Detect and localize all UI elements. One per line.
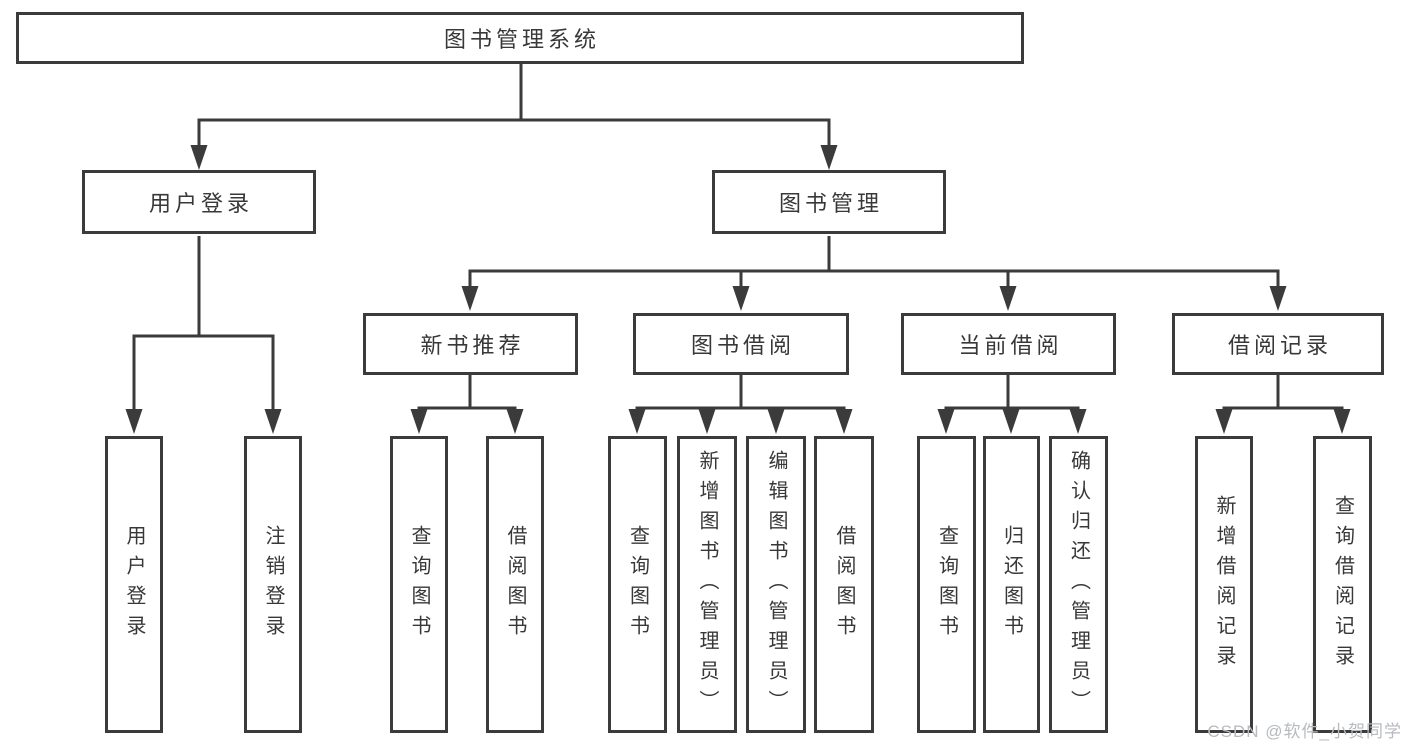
leaf-add-book-admin-label: 新增图书（管理员）: [696, 449, 718, 720]
leaf-user-login-label: 用户登录: [123, 524, 145, 645]
leaf-borrow-book-2: 借阅图书: [814, 436, 874, 733]
node-current-borrow: 当前借阅: [901, 313, 1116, 375]
leaf-query-borrow-record-label: 查询借阅记录: [1331, 494, 1354, 675]
leaf-query-book-2-label: 查询图书: [626, 524, 649, 645]
arrow-down-icon: [506, 409, 524, 434]
arrow-down-icon: [820, 145, 838, 170]
arrow-down-icon: [125, 409, 143, 434]
arrow-down-icon: [835, 409, 853, 434]
arrow-down-icon: [1002, 409, 1020, 434]
arrow-down-icon: [1269, 286, 1287, 311]
leaf-logout-label: 注销登录: [262, 524, 284, 645]
node-book-management: 图书管理: [712, 170, 946, 234]
node-book-borrow-label: 图书借阅: [690, 333, 795, 358]
node-library-management-system-label: 图书管理系统: [443, 27, 600, 52]
leaf-borrow-book-2-label: 借阅图书: [833, 524, 855, 645]
arrow-down-icon: [999, 286, 1017, 311]
arrow-down-icon: [410, 409, 428, 434]
node-current-borrow-label: 当前借阅: [958, 333, 1063, 358]
arrow-down-icon: [1215, 409, 1233, 434]
leaf-query-book-1-label: 查询图书: [408, 524, 430, 645]
leaf-return-book-label: 归还图书: [1000, 524, 1023, 645]
node-book-management-label: 图书管理: [778, 191, 883, 216]
leaf-confirm-return-admin-label: 确认归还（管理员）: [1067, 449, 1090, 720]
node-user-login: 用户登录: [82, 170, 316, 234]
csdn-watermark: CSDN @软件_小贺同学: [1207, 722, 1402, 741]
arrow-down-icon: [732, 286, 750, 311]
node-new-book-recommend: 新书推荐: [363, 313, 578, 375]
leaf-query-borrow-record: 查询借阅记录: [1313, 436, 1372, 733]
leaf-query-book-3-label: 查询图书: [935, 524, 958, 645]
leaf-query-book-2: 查询图书: [608, 436, 667, 733]
node-borrow-record: 借阅记录: [1172, 313, 1384, 375]
leaf-borrow-book-1-label: 借阅图书: [504, 524, 526, 645]
arrow-down-icon: [190, 145, 208, 170]
leaf-query-book-1: 查询图书: [390, 436, 448, 733]
arrow-down-icon: [767, 409, 785, 434]
arrow-down-icon: [461, 286, 479, 311]
arrow-down-icon: [937, 409, 955, 434]
leaf-edit-book-admin-label: 编辑图书（管理员）: [765, 449, 787, 720]
arrow-down-icon: [1333, 409, 1351, 434]
leaf-edit-book-admin: 编辑图书（管理员）: [746, 436, 806, 733]
arrow-down-icon: [628, 409, 646, 434]
leaf-add-book-admin: 新增图书（管理员）: [677, 436, 737, 733]
leaf-query-book-3: 查询图书: [917, 436, 976, 733]
node-new-book-recommend-label: 新书推荐: [420, 333, 525, 358]
node-book-borrow: 图书借阅: [633, 313, 849, 375]
node-user-login-label: 用户登录: [148, 191, 253, 216]
node-borrow-record-label: 借阅记录: [1227, 333, 1332, 358]
leaf-return-book: 归还图书: [983, 436, 1040, 733]
node-library-management-system: 图书管理系统: [16, 12, 1024, 64]
arrow-down-icon: [698, 409, 716, 434]
arrow-down-icon: [1069, 409, 1087, 434]
leaf-confirm-return-admin: 确认归还（管理员）: [1049, 436, 1108, 733]
arrow-down-icon: [264, 409, 282, 434]
leaf-add-borrow-record: 新增借阅记录: [1195, 436, 1253, 733]
leaf-add-borrow-record-label: 新增借阅记录: [1213, 494, 1235, 675]
leaf-logout: 注销登录: [244, 436, 302, 733]
leaf-borrow-book-1: 借阅图书: [486, 436, 544, 733]
leaf-user-login: 用户登录: [105, 436, 163, 733]
